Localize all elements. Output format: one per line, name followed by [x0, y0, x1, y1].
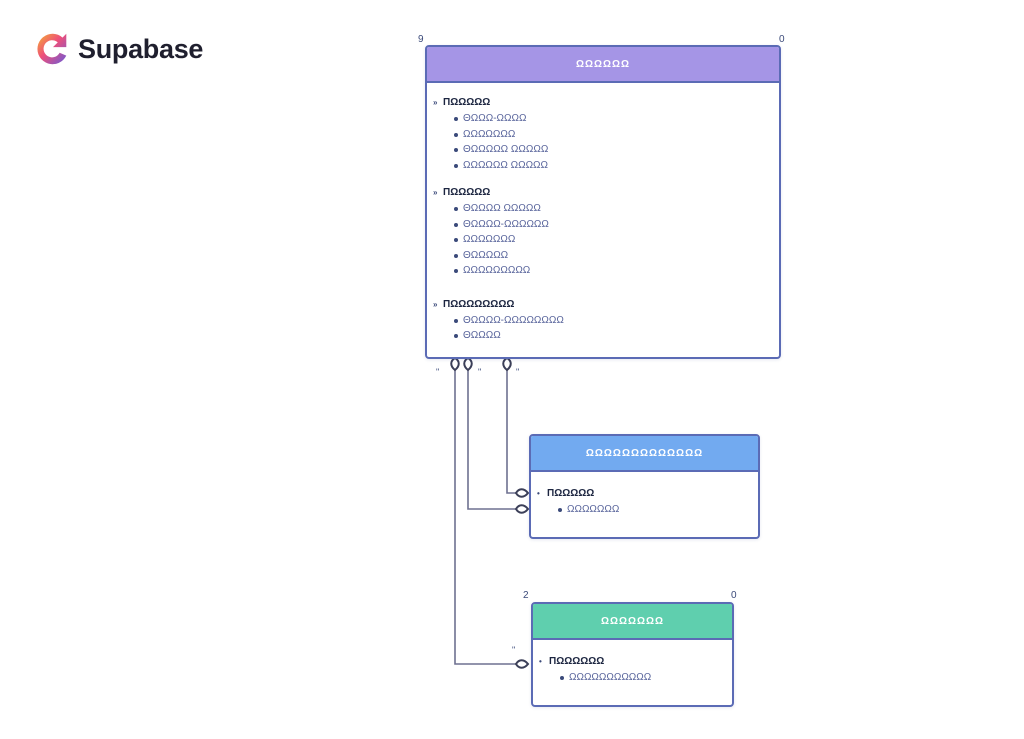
crowfoot-tertiary	[514, 659, 530, 669]
connector-label-middle: ʺ	[478, 367, 482, 377]
field-item: ΩΩΩΩΩΩΩΩΩ	[433, 263, 779, 279]
field-item: ΘΩΩΩ-ΩΩΩΩ	[433, 111, 779, 127]
table-secondary-header: ΩΩΩΩΩΩΩΩΩΩΩΩΩ	[531, 436, 758, 472]
connector-label-right: ʺ	[516, 367, 520, 377]
collapse-arrow-icon: »	[433, 188, 438, 197]
section-title[interactable]: •ΠΩΩΩΩΩ	[537, 486, 758, 502]
primary-corner-right: 0	[779, 34, 785, 45]
field-item: ΘΩΩΩΩ	[433, 328, 779, 344]
crowfoot-middle	[463, 356, 473, 372]
connector-label-tertiary: ʺ	[512, 645, 516, 655]
table-secondary-section-1: •ΠΩΩΩΩΩ ΩΩΩΩΩΩΩ	[531, 472, 758, 518]
field-item: ΘΩΩΩΩΩ ΩΩΩΩΩ	[433, 142, 779, 158]
field-item: ΘΩΩΩΩΩ	[433, 248, 779, 264]
table-secondary[interactable]: ΩΩΩΩΩΩΩΩΩΩΩΩΩ •ΠΩΩΩΩΩ ΩΩΩΩΩΩΩ	[529, 434, 760, 539]
table-tertiary-section-1: •ΠΩΩΩΩΩΩ ΩΩΩΩΩΩΩΩΩΩΩ	[533, 640, 732, 686]
table-primary-section-2: »ΠΩΩΩΩΩ ΘΩΩΩΩ ΩΩΩΩΩ ΘΩΩΩΩ-ΩΩΩΩΩΩ ΩΩΩΩΩΩΩ…	[427, 173, 779, 279]
field-item: ΩΩΩΩΩΩΩΩΩΩΩ	[539, 670, 732, 686]
field-item: ΩΩΩΩΩΩΩ	[433, 127, 779, 143]
collapse-arrow-icon: »	[433, 98, 438, 107]
connector-primary-to-secondary-lower	[467, 365, 523, 510]
field-item: ΘΩΩΩΩ ΩΩΩΩΩ	[433, 201, 779, 217]
tertiary-corner-left: 2	[523, 590, 529, 601]
connector-label-left: ʺ	[436, 367, 440, 377]
table-primary-section-3: »ΠΩΩΩΩΩΩΩΩ ΘΩΩΩΩ-ΩΩΩΩΩΩΩΩ ΘΩΩΩΩ	[427, 279, 779, 344]
connector-primary-to-tertiary	[454, 365, 523, 665]
field-item: ΩΩΩΩΩΩ ΩΩΩΩΩ	[433, 158, 779, 174]
table-primary[interactable]: ΩΩΩΩΩΩ »ΠΩΩΩΩΩ ΘΩΩΩ-ΩΩΩΩ ΩΩΩΩΩΩΩ ΘΩΩΩΩΩ …	[425, 45, 781, 359]
bullet-icon: •	[539, 657, 542, 666]
crowfoot-left	[450, 356, 460, 372]
brand-name: Supabase	[78, 33, 204, 64]
field-item: ΩΩΩΩΩΩΩ	[433, 232, 779, 248]
crowfoot-secondary-upper	[514, 488, 530, 498]
crowfoot-right	[502, 356, 512, 372]
section-title[interactable]: »ΠΩΩΩΩΩ	[433, 185, 779, 201]
table-primary-section-1: »ΠΩΩΩΩΩ ΘΩΩΩ-ΩΩΩΩ ΩΩΩΩΩΩΩ ΘΩΩΩΩΩ ΩΩΩΩΩ Ω…	[427, 83, 779, 173]
tertiary-corner-right: 0	[731, 590, 737, 601]
table-tertiary-header: ΩΩΩΩΩΩΩ	[533, 604, 732, 640]
table-tertiary[interactable]: ΩΩΩΩΩΩΩ •ΠΩΩΩΩΩΩ ΩΩΩΩΩΩΩΩΩΩΩ	[531, 602, 734, 707]
crowfoot-secondary-lower	[514, 504, 530, 514]
primary-corner-left: 9	[418, 34, 424, 45]
field-item: ΘΩΩΩΩ-ΩΩΩΩΩΩΩΩ	[433, 313, 779, 329]
field-item: ΩΩΩΩΩΩΩ	[537, 502, 758, 518]
section-title[interactable]: »ΠΩΩΩΩΩ	[433, 95, 779, 111]
supabase-logo-icon	[37, 33, 67, 65]
brand-logo[interactable]: Supabase	[34, 28, 203, 70]
section-title[interactable]: »ΠΩΩΩΩΩΩΩΩ	[433, 297, 779, 313]
field-item: ΘΩΩΩΩ-ΩΩΩΩΩΩ	[433, 217, 779, 233]
bullet-icon: •	[537, 489, 540, 498]
section-title[interactable]: •ΠΩΩΩΩΩΩ	[539, 654, 732, 670]
connector-primary-to-secondary-upper	[506, 365, 523, 494]
collapse-arrow-icon: »	[433, 299, 438, 309]
table-primary-header: ΩΩΩΩΩΩ	[427, 47, 779, 83]
